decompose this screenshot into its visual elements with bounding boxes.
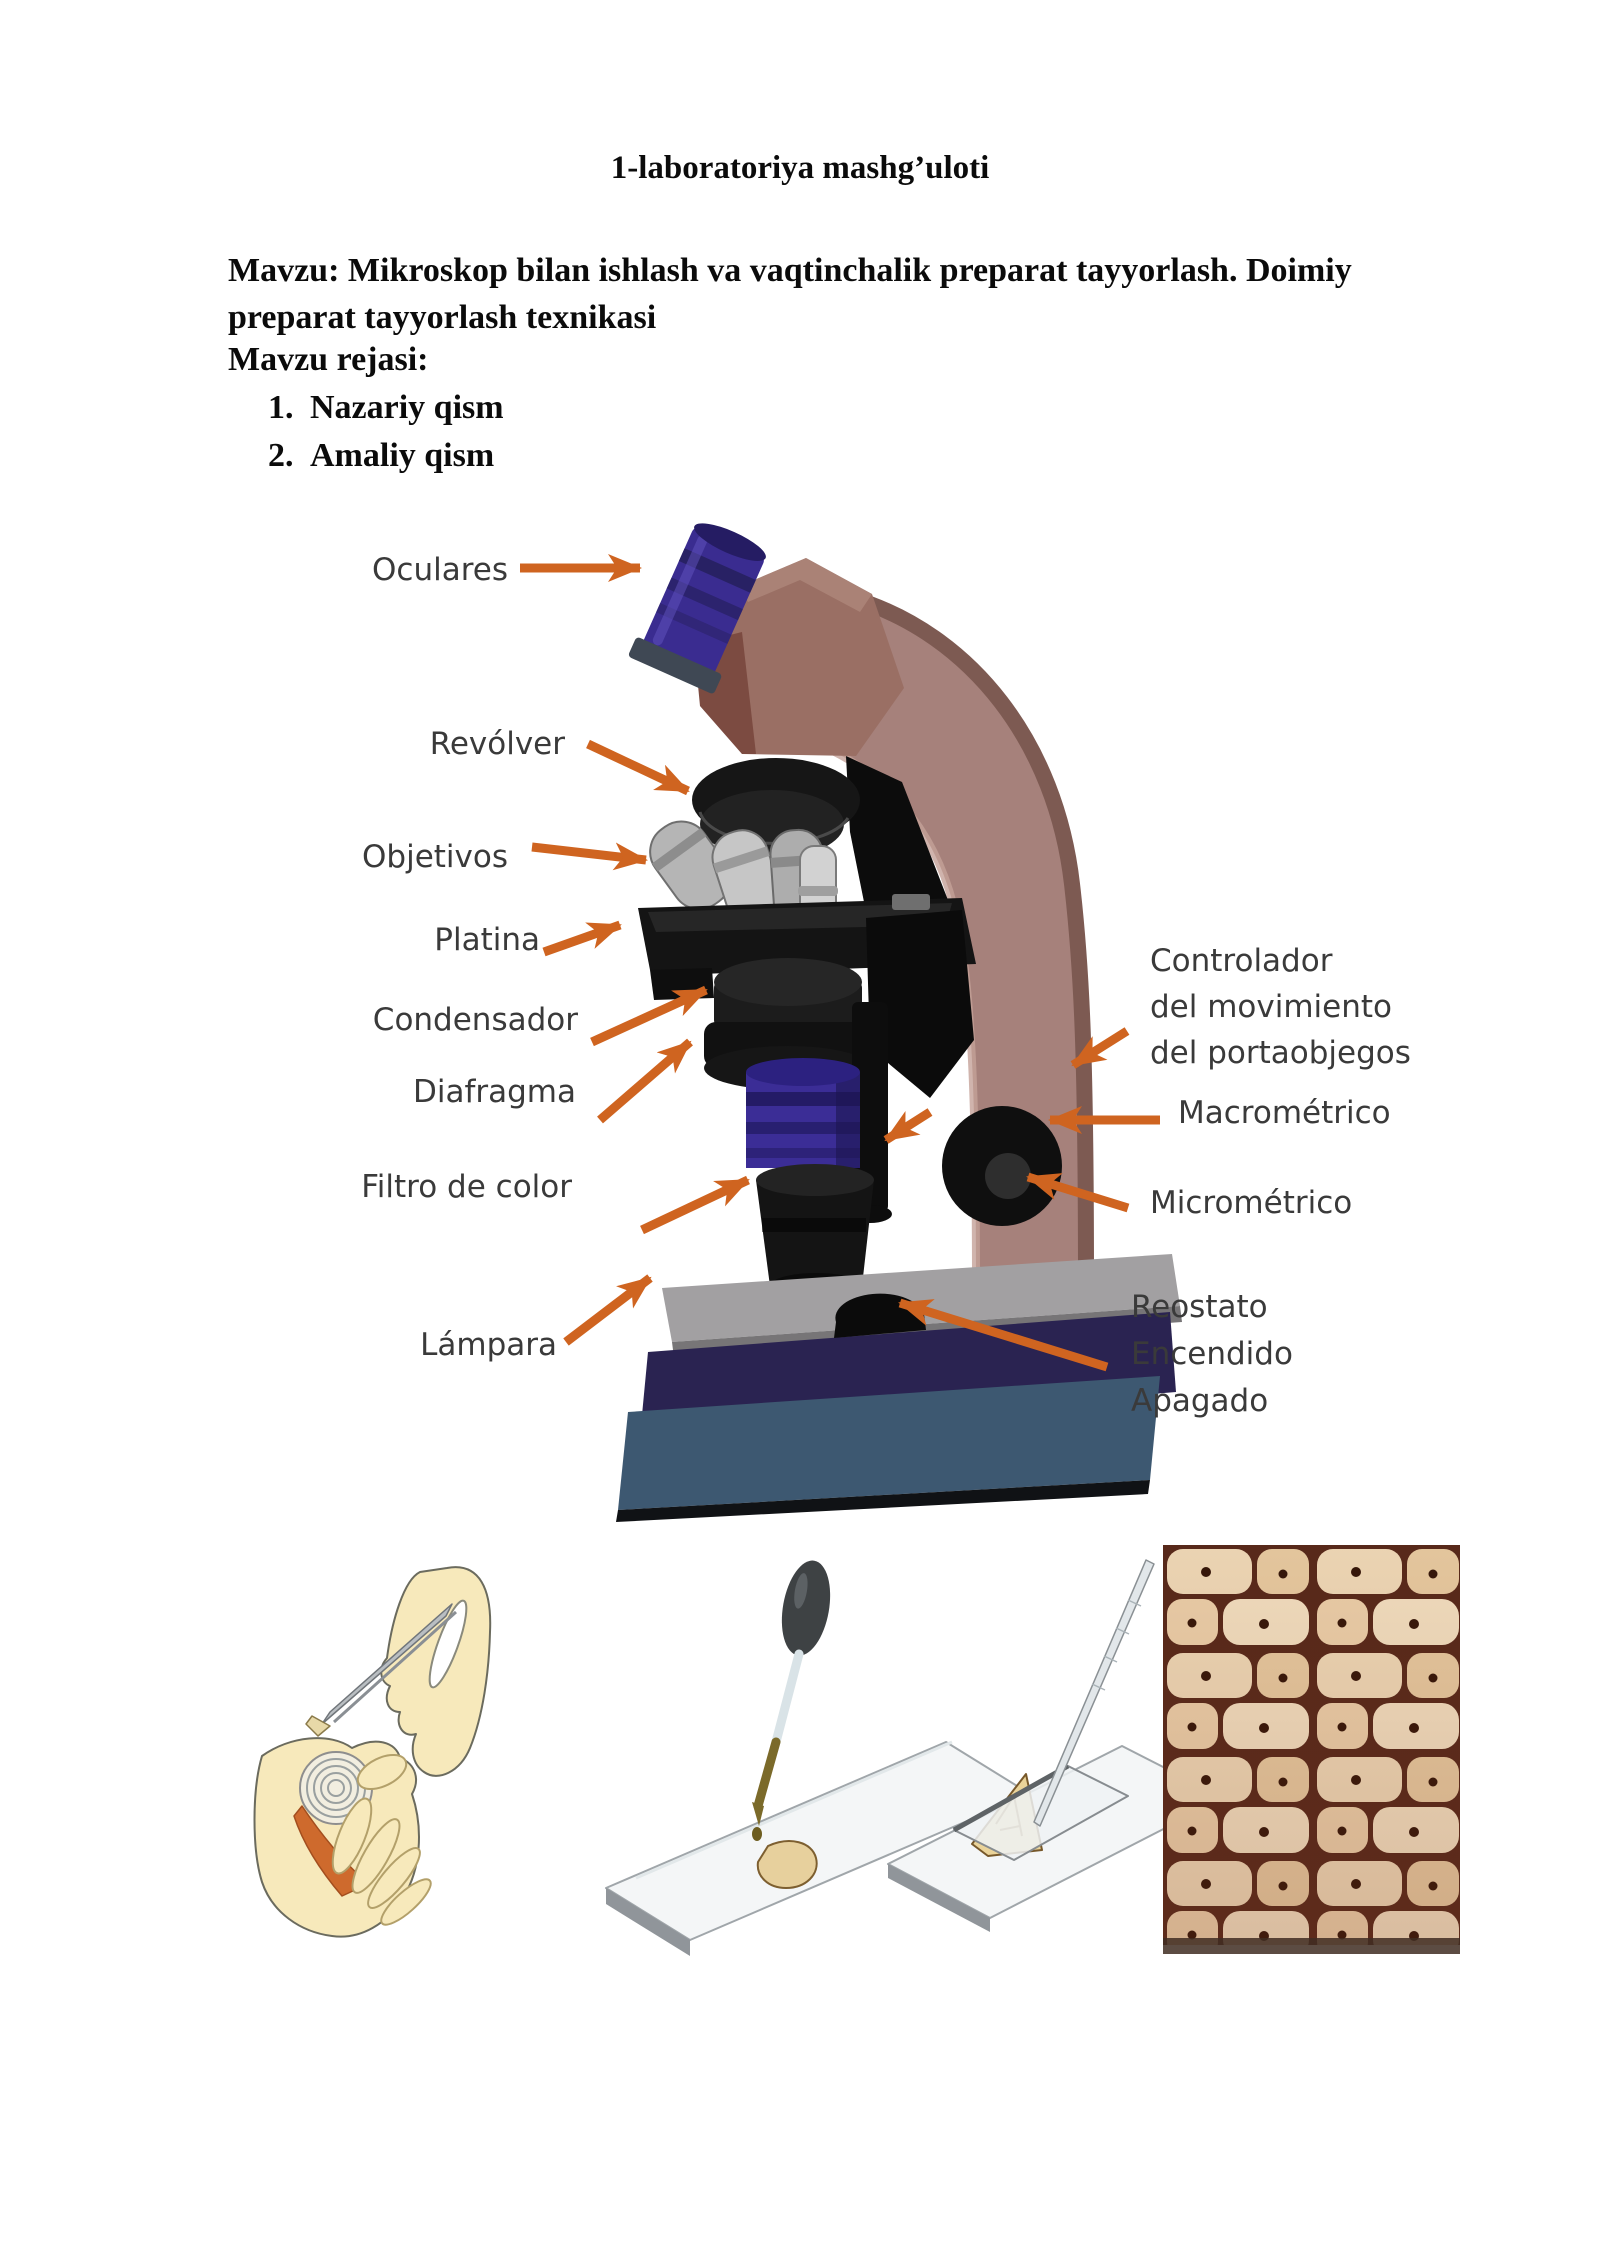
arrow-diafragma: [597, 1038, 693, 1124]
label-filtro-de-color: Filtro de color: [361, 1169, 572, 1205]
arrow-condensador: [590, 985, 708, 1047]
diaphragm: [746, 1058, 860, 1168]
label-diafragma: Diafragma: [412, 1074, 576, 1110]
label-reostato-line-2: Encendido: [1131, 1336, 1293, 1372]
label-controlador-line-3: del portaobjegos: [1150, 1035, 1411, 1071]
arrow-platina: [542, 920, 622, 957]
arrow-controlador: [1070, 1027, 1130, 1069]
label-reostato-line-1: Reostato: [1131, 1289, 1268, 1325]
plan-item-1-number: 1.: [268, 389, 294, 426]
page-title: 1-laboratoriya mashg’uloti: [610, 150, 990, 186]
label-reostato: Reostato Encendido Apagado: [1131, 1284, 1293, 1425]
label-lampara: Lámpara: [420, 1327, 557, 1363]
label-platina: Platina: [434, 922, 540, 958]
plan-item-2-label: Amaliy qism: [310, 437, 495, 474]
label-objetivos: Objetivos: [362, 839, 508, 875]
arrow-objetivos: [531, 842, 648, 871]
label-condensador: Condensador: [372, 1002, 578, 1038]
drop-on-slide-illustration: [605, 1560, 1031, 1956]
eyepiece: [628, 523, 766, 694]
arrow-revolver: [586, 739, 690, 796]
plan-item-1-label: Nazariy qism: [310, 389, 504, 426]
plan-heading: Mavzu rejasi:: [228, 341, 429, 378]
topic-line-2: preparat tayyorlash texnikasi: [228, 299, 657, 336]
label-controlador-line-2: del movimiento: [1150, 989, 1392, 1025]
label-micrometrico: Micrométrico: [1150, 1185, 1353, 1221]
arrow-stage-rod: [883, 1108, 933, 1144]
label-controlador-line-1: Controlador: [1150, 943, 1333, 979]
label-reostato-line-3: Apagado: [1131, 1383, 1269, 1419]
arrow-reostato: [898, 1298, 1109, 1372]
onion-cells-micrograph: [1163, 1545, 1460, 1954]
label-macrometrico: Macrométrico: [1178, 1095, 1391, 1131]
label-revolver: Revólver: [429, 726, 565, 762]
arrow-micrometrico: [1026, 1172, 1130, 1213]
plan-item-2-number: 2.: [268, 437, 294, 474]
arrow-lampara: [563, 1274, 653, 1346]
topic-paragraph: Mavzu: Mikroskop bilan ishlash va vaqtin…: [228, 247, 1488, 341]
coverslip-needle-illustration: [887, 1559, 1225, 1932]
plan-item-2: 2. Amaliy qism: [268, 437, 494, 475]
plan-item-1: 1. Nazariy qism: [268, 389, 504, 427]
label-oculares: Oculares: [372, 552, 508, 588]
microscope-illustration: [616, 523, 1182, 1522]
label-controlador: Controlador del movimiento del portaobje…: [1150, 938, 1411, 1076]
topic-line-1: Mavzu: Mikroskop bilan ishlash va vaqtin…: [228, 252, 1352, 289]
onion-peel-illustration: [253, 1566, 492, 1938]
annotation-arrows: [520, 554, 1160, 1372]
focus-knobs: [942, 1106, 1062, 1226]
base: [616, 1254, 1182, 1522]
arrow-filtro: [640, 1175, 750, 1235]
